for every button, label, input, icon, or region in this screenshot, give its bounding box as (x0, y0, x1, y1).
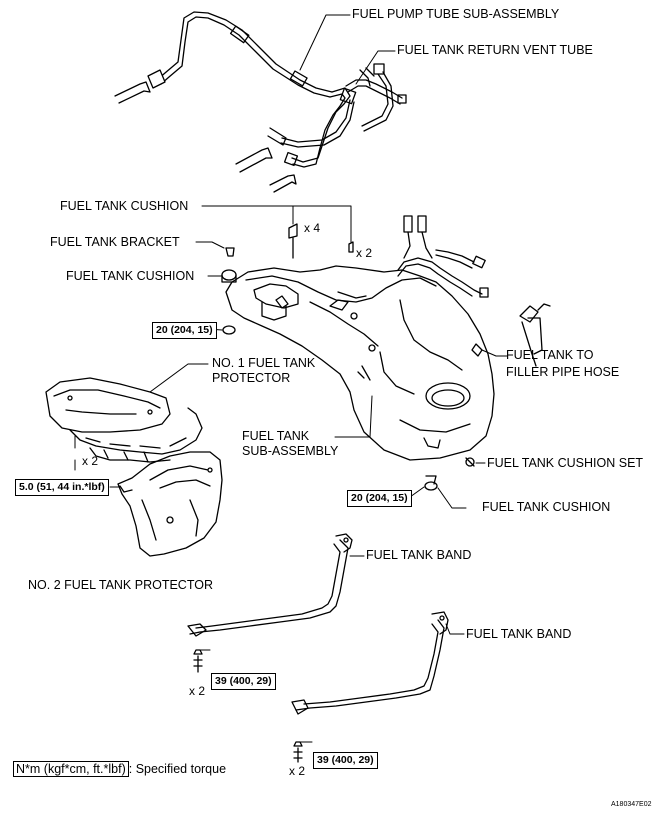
cushion-top-label: FUEL TANK CUSHION (60, 199, 189, 213)
leader-lines (74, 14, 508, 743)
no2-protector-drawing (117, 451, 223, 557)
return-vent-tube-drawing (267, 63, 407, 148)
torque-protector: 5.0 (51, 44 in.*lbf) (15, 479, 109, 496)
band1-label: FUEL TANK BAND (366, 548, 472, 562)
band1-drawing (187, 533, 353, 673)
fuel-pump-tube-drawing (114, 11, 351, 193)
filler-hose-label-line2: FILLER PIPE HOSE (506, 365, 620, 379)
band2-drawing (291, 611, 449, 763)
torque-band1: 39 (400, 29) (211, 673, 276, 690)
filler-pipe-hose-drawing (519, 303, 551, 367)
qty-x2-protector: x 2 (82, 454, 99, 468)
no2-protector-label: NO. 2 FUEL TANK PROTECTOR (28, 578, 213, 592)
legend-unit-box: N*m (kgf*cm, ft.*lbf) (13, 761, 129, 777)
fuel-tank-drawing (225, 215, 495, 467)
band2-label: FUEL TANK BAND (466, 627, 572, 641)
cushion-left-label: FUEL TANK CUSHION (66, 269, 195, 283)
torque-band2: 39 (400, 29) (313, 752, 378, 769)
tank-sub-label-line1: FUEL TANK (242, 429, 310, 443)
bracket-label: FUEL TANK BRACKET (50, 235, 180, 249)
filler-hose-label-line1: FUEL TANK TO (506, 348, 594, 362)
cushions-bolts-drawing (221, 223, 438, 491)
torque-legend: N*m (kgf*cm, ft.*lbf): Specified torque (13, 761, 227, 777)
fuel-pump-tube-label: FUEL PUMP TUBE SUB-ASSEMBLY (352, 7, 560, 21)
figure-code: A180347E02 (611, 801, 652, 808)
tank-sub-label-line2: SUB-ASSEMBLY (242, 444, 339, 458)
qty-x2-cushion: x 2 (356, 246, 373, 260)
qty-x2-band2: x 2 (289, 764, 306, 778)
qty-x2-band1: x 2 (189, 684, 206, 698)
legend-text: : Specified torque (128, 762, 227, 776)
no1-protector-label-line1: NO. 1 FUEL TANK (212, 356, 316, 370)
torque-cushion-right: 20 (204, 15) (347, 490, 412, 507)
cushion-right-label: FUEL TANK CUSHION (482, 500, 611, 514)
qty-x4: x 4 (304, 221, 321, 235)
torque-cushion-left: 20 (204, 15) (152, 322, 217, 339)
cushion-set-label: FUEL TANK CUSHION SET (487, 456, 644, 470)
no1-protector-drawing (45, 377, 203, 463)
no1-protector-label-line2: PROTECTOR (212, 371, 291, 385)
return-vent-tube-label: FUEL TANK RETURN VENT TUBE (397, 43, 593, 57)
